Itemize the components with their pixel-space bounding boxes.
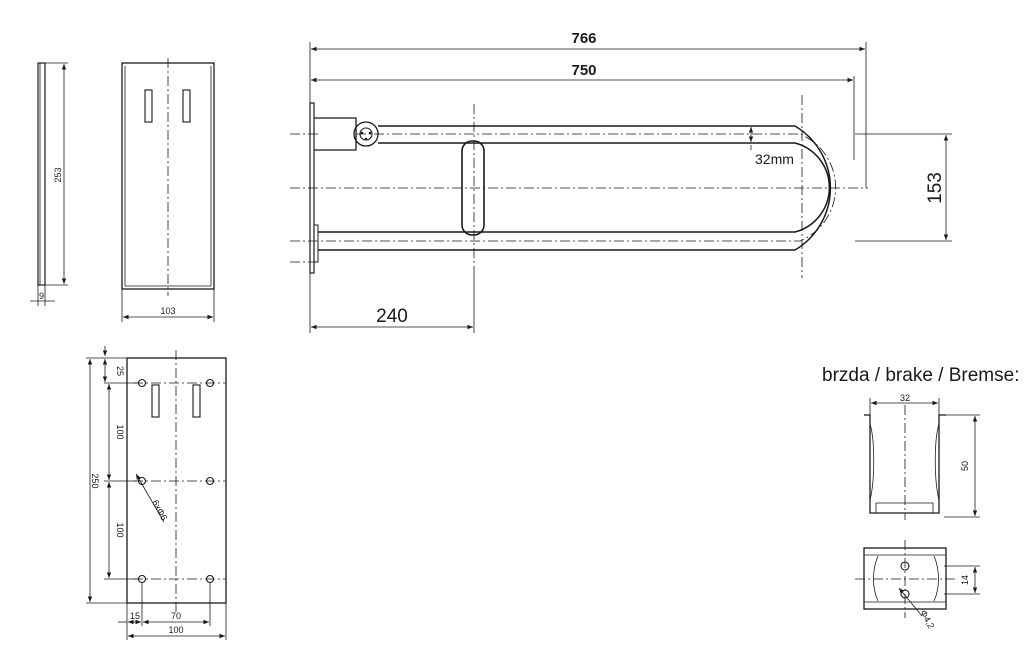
front-width-label: 103 <box>160 306 175 316</box>
plate-left-offset-label: 15 <box>130 611 140 621</box>
plate-width-label: 100 <box>168 625 183 635</box>
front-slot-left <box>144 89 153 123</box>
side-plate-outline <box>37 62 46 286</box>
brake-hole-bottom <box>900 589 910 599</box>
mounting-holes <box>137 378 215 584</box>
height-label: 153 <box>925 172 946 204</box>
hinge-bracket <box>314 117 357 151</box>
grip-sleeve <box>461 140 485 236</box>
plate-top-offset-label: 25 <box>115 366 125 376</box>
plate-slot-left <box>151 384 160 418</box>
plate-spacing-lower-label: 100 <box>115 522 125 537</box>
brake-bottom-height-label: 14 <box>960 575 970 585</box>
plate-slot-right <box>192 384 201 418</box>
tube-diameter-label: 32mm <box>755 151 794 167</box>
plate-hole-spacing-label: 70 <box>171 611 181 621</box>
mounting-plate-outline <box>126 357 227 604</box>
brake-title: brzda / brake / Bremse: <box>822 365 1019 386</box>
plate-total-height-label: 250 <box>90 473 100 488</box>
plate-hole-label: 6xΦ6 <box>150 498 169 522</box>
brake-height-label: 50 <box>960 461 970 471</box>
bar-length-label: 750 <box>571 62 596 79</box>
overall-length-label: 766 <box>571 30 596 47</box>
side-height-label: 253 <box>53 167 63 182</box>
grab-bar-inner <box>318 142 831 233</box>
brake-width-label: 32 <box>900 393 910 403</box>
front-view: 103 <box>121 58 215 322</box>
offset-label: 240 <box>376 306 408 327</box>
plate-view: 6xΦ6 25 100 100 250 15 70 100 <box>86 346 227 640</box>
front-slot-right <box>182 89 191 123</box>
side-view: 253 9 <box>30 62 68 306</box>
brake-hole-top <box>900 561 910 571</box>
plate-spacing-upper-label: 100 <box>115 424 125 439</box>
main-view: 766 750 32mm 153 240 <box>290 30 952 333</box>
side-thickness-label: 9 <box>39 291 44 301</box>
brake-hole-label: Φ4,2 <box>918 608 936 630</box>
brake-detail: brzda / brake / Bremse: 32 50 Φ4,2 14 <box>822 365 1019 630</box>
brake-profile <box>864 414 946 514</box>
